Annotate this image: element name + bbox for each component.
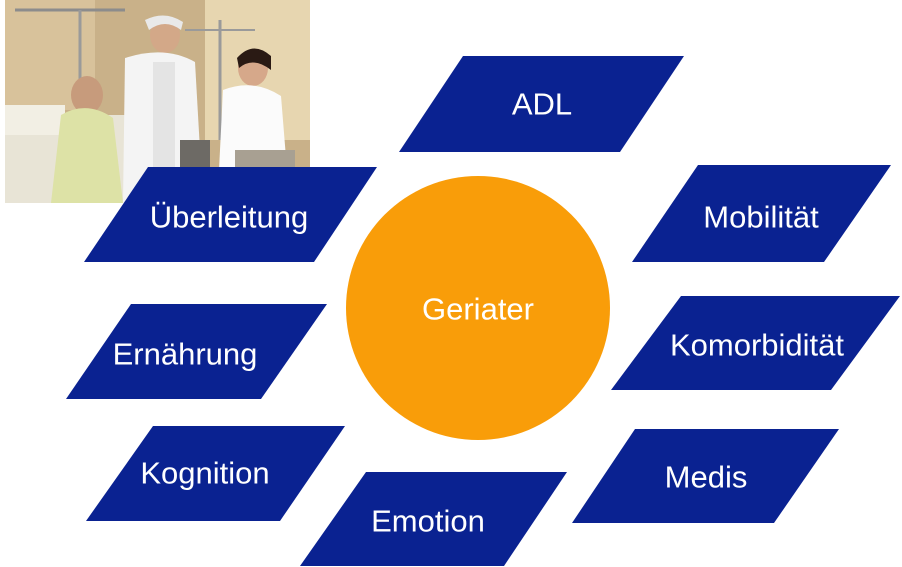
node-shape-adl [399,56,684,152]
node-label-ueberleitung: Überleitung [149,199,309,235]
node-label-mobilitaet: Mobilität [703,199,819,235]
node-label-emotion: Emotion [371,503,485,539]
node-label-medis: Medis [664,459,748,495]
node-shape-emotion [300,472,567,566]
hospital-photo [5,0,310,203]
node-shape-kognition [86,426,345,521]
node-shape-mobilitaet [632,165,891,262]
node-shape-ernaehrung [66,304,327,399]
node-label-adl: ADL [511,86,573,122]
node-shape-ueberleitung [84,167,377,262]
center-label: Geriater [422,291,534,327]
node-label-komorbiditaet: Komorbidität [669,327,845,363]
node-label-ernaehrung: Ernährung [112,336,258,372]
center-circle [346,176,610,440]
node-label-kognition: Kognition [140,455,270,491]
node-shape-komorbiditaet [611,296,900,390]
node-shape-medis [572,429,839,523]
